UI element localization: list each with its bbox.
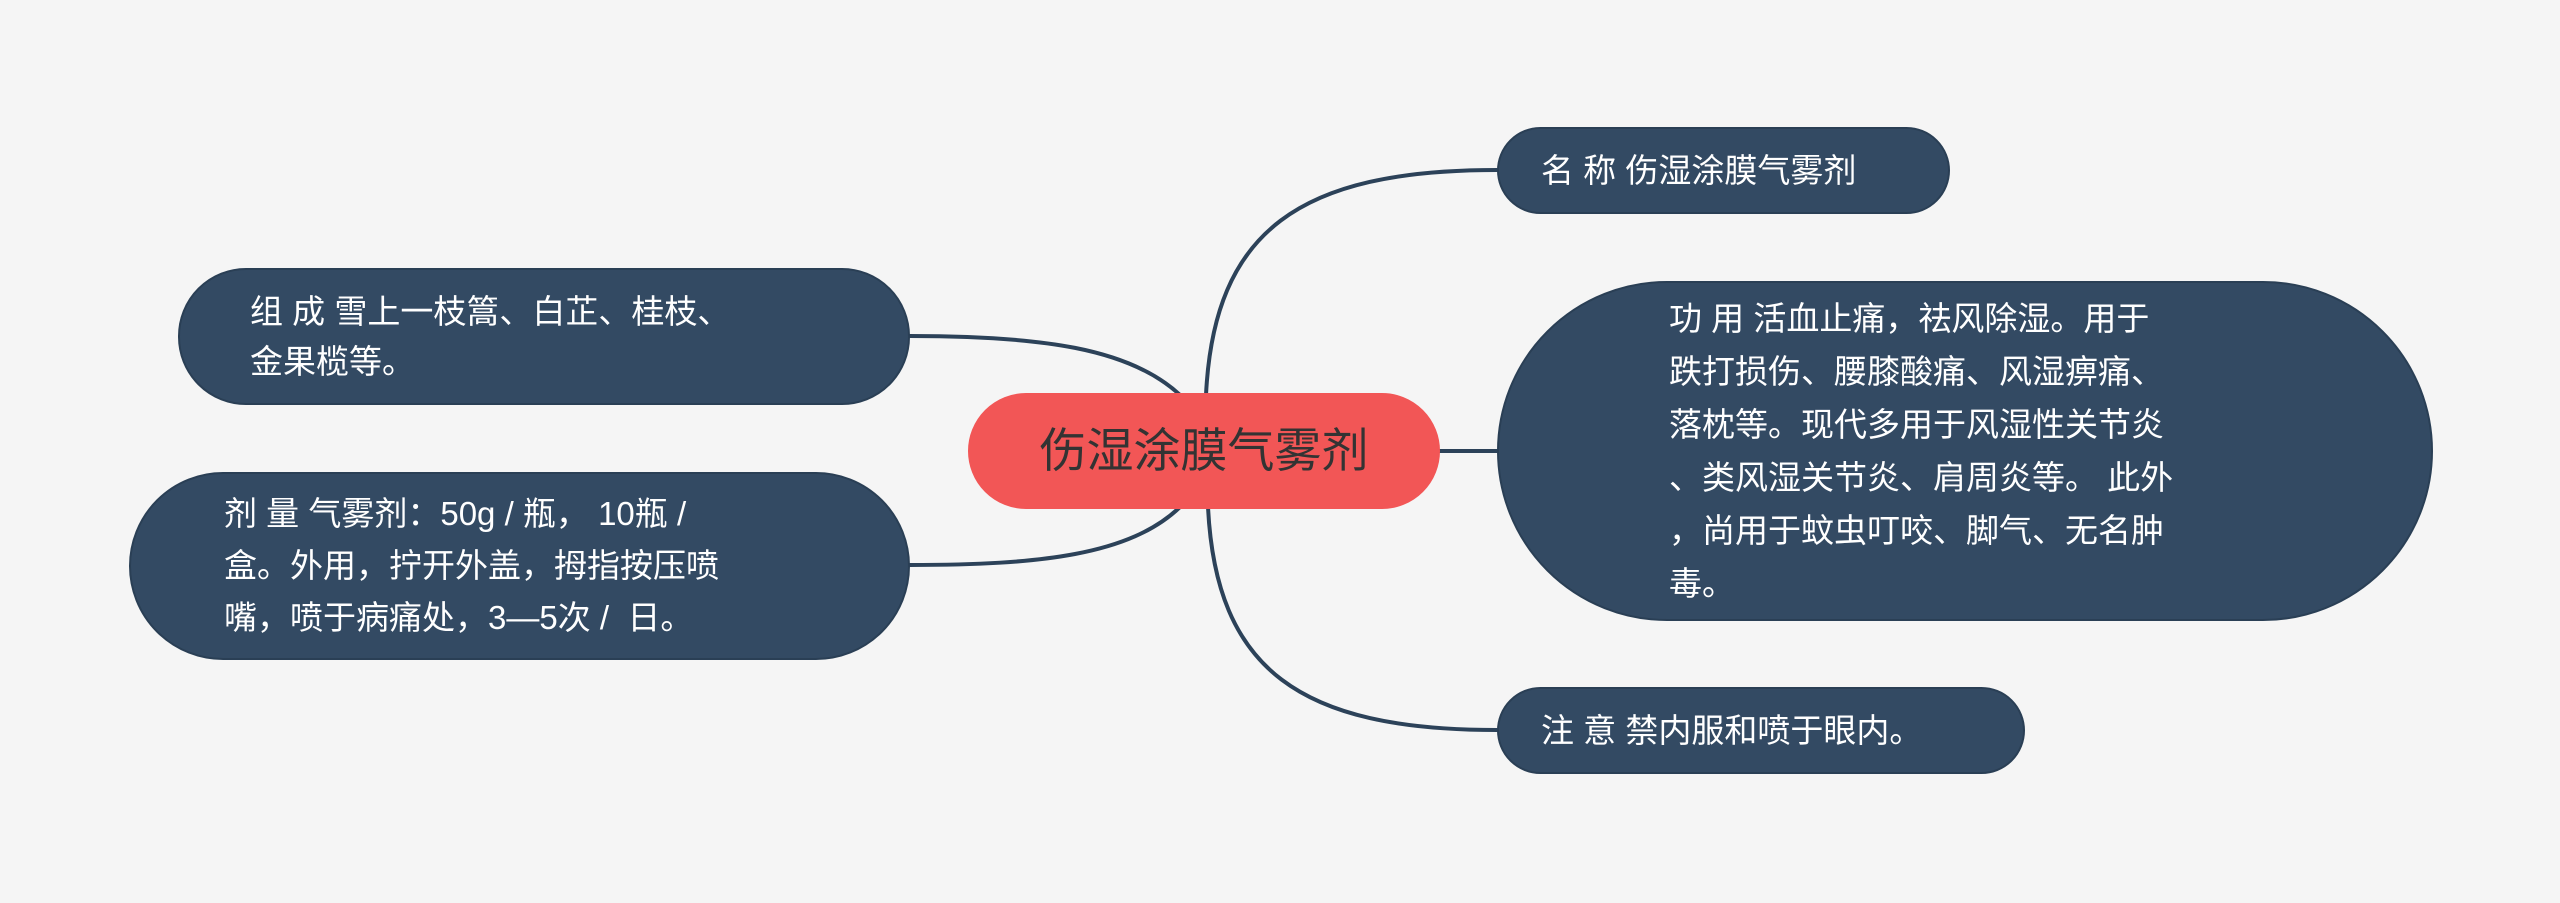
connector-composition (908, 334, 1182, 397)
function-node-line: 跌打损伤、腰膝酸痛、风湿痹痛、 (1669, 353, 2164, 390)
central-topic-node[interactable]: 伤湿涂膜气雾剂 (968, 393, 1440, 509)
central-topic-label: 伤湿涂膜气雾剂 (1039, 424, 1369, 477)
connector-note (1206, 505, 1499, 732)
name-node-text: 名 称 伤湿涂膜气雾剂 (1541, 151, 1857, 189)
composition-node-line: 组 成 雪上一枝篙、白芷、桂枝、 (250, 292, 731, 330)
note-node-text: 注 意 禁内服和喷于眼内。 (1541, 711, 1923, 749)
function-node-line: 、类风湿关节炎、肩周炎等。 此外 (1669, 459, 2174, 496)
function-node-line: 落枕等。现代多用于风湿性关节炎 (1669, 406, 2164, 443)
composition-node-line: 金果榄等。 (250, 342, 415, 380)
dosage-node[interactable]: 剂 量 气雾剂：50g / 瓶， 10瓶 / 盒。外用，拧开外盖，拇指按压喷 嘴… (129, 472, 910, 660)
composition-node[interactable]: 组 成 雪上一枝篙、白芷、桂枝、 金果榄等。 (178, 268, 910, 405)
connector-dosage (908, 505, 1182, 567)
dosage-node-line: 剂 量 气雾剂：50g / 瓶， 10瓶 / (224, 495, 687, 532)
function-node-line: 毒。 (1669, 565, 1735, 602)
function-node[interactable]: 功 用 活血止痛，祛风除湿。用于 跌打损伤、腰膝酸痛、风湿痹痛、 落枕等。现代多… (1497, 281, 2433, 621)
note-node[interactable]: 注 意 禁内服和喷于眼内。 (1497, 687, 2025, 774)
function-node-line: 功 用 活血止痛，祛风除湿。用于 (1669, 300, 2150, 337)
dosage-node-line: 嘴，喷于病痛处，3—5次 / 日。 (224, 599, 694, 636)
function-node-line: ，尚用于蚊虫叮咬、脚气、无名肿 (1669, 512, 2164, 549)
connector-name (1204, 168, 1499, 397)
name-node[interactable]: 名 称 伤湿涂膜气雾剂 (1497, 127, 1950, 214)
dosage-node-line: 盒。外用，拧开外盖，拇指按压喷 (224, 547, 719, 584)
